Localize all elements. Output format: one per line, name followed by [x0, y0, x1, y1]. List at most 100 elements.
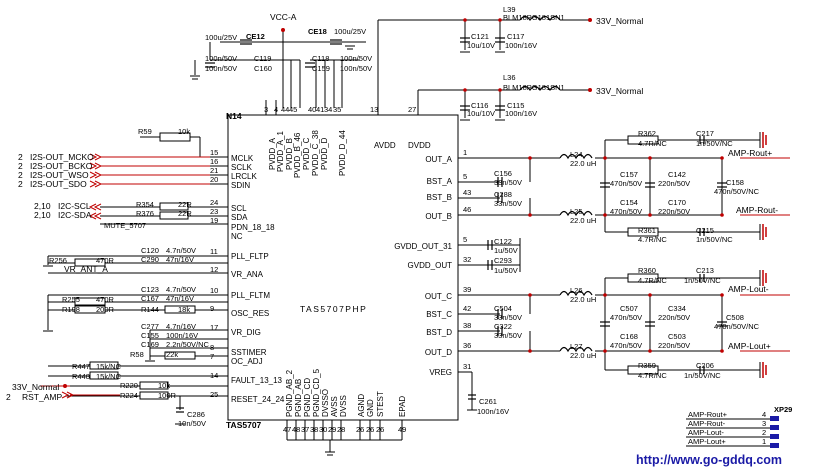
component-value: 22.0 uH: [570, 351, 596, 360]
offpage-ref: 2: [18, 179, 23, 189]
component-value: 10u/10V: [467, 109, 495, 118]
pin-number: 49: [398, 425, 406, 434]
pin-number: 31: [463, 362, 471, 371]
pin-number: 36: [463, 341, 471, 350]
pin-number: 32: [463, 255, 471, 264]
pin-number: 14: [210, 371, 218, 380]
component-value: 2.2n/50V/NC: [166, 340, 210, 349]
pin-number: 13: [370, 105, 378, 114]
component-ref: R361: [638, 226, 656, 235]
component-value: 100n/50V: [205, 64, 237, 73]
pin-name: PVDD_D: [320, 137, 329, 170]
component-value: BLM18PG181SN1: [503, 83, 565, 92]
pin-name: OUT_C: [425, 292, 452, 301]
component-value: 1n/50V/NC: [696, 235, 733, 244]
component-ref: C123: [141, 285, 159, 294]
component-ref: R354: [136, 200, 154, 209]
pin-number: 26: [356, 425, 364, 434]
pin-name: PVDD_C_38: [311, 130, 320, 176]
pin-name: OUT_B: [425, 212, 452, 221]
pin-name: VR_DIG: [231, 328, 261, 337]
component-value: 22k: [166, 350, 178, 359]
pin-name: DVDD: [408, 141, 431, 150]
component-ref: C322: [494, 322, 512, 331]
component-value: 15k/NC: [96, 372, 122, 381]
component-value: 100n/16V: [505, 109, 537, 118]
component-ref: L36: [503, 73, 516, 82]
pin-name: PGND_AB: [294, 379, 303, 417]
component-ref: CE18: [308, 27, 327, 36]
component-ref: C119: [254, 54, 271, 63]
component-value: 100n/16V: [505, 41, 537, 50]
component-ref: C120: [141, 246, 159, 255]
component-ref: C507: [620, 304, 638, 313]
offpage-ref: 2,10: [34, 210, 51, 220]
pin-number: 44: [281, 105, 289, 114]
component-ref: L39: [503, 5, 516, 14]
pin-number: 25: [210, 390, 218, 399]
component-ref: C168: [620, 332, 638, 341]
pin-name: PGND_CD: [303, 378, 312, 417]
pin-number: 29: [328, 425, 336, 434]
component-value: 220n/50V: [658, 341, 690, 350]
component-ref: C504: [494, 304, 512, 313]
component-ref: R220: [120, 381, 138, 390]
component-ref: C121: [471, 32, 489, 41]
pin-name: DVSS: [339, 395, 348, 417]
top-pin-names: PVDD_A PVDD_A_1 PVDD_B PVDD_B_46 PVDD_C …: [268, 130, 431, 178]
component-value: 470n/50V: [610, 207, 642, 216]
component-value: 4.7n/16V: [166, 322, 196, 331]
pin-number: 16: [210, 157, 218, 166]
pin-name: PDN_18_18: [231, 223, 275, 232]
component-value: 1u/50V: [494, 246, 518, 255]
connector-pin-number: 4: [762, 410, 766, 419]
net-33v-normal: 33V_Normal: [12, 382, 59, 392]
pin-number: 43: [463, 188, 471, 197]
component-ref: C261: [479, 397, 497, 406]
pin-name: PLL_FLTP: [231, 252, 269, 261]
component-value: 100n/50V: [340, 64, 372, 73]
net-vr-ant-a: VR_ANT_A: [64, 264, 108, 274]
offpage-arrows: [61, 153, 103, 399]
component-ref: C217: [696, 129, 714, 138]
component-ref: C169: [141, 340, 159, 349]
component-value: 4.7R/NC: [638, 276, 667, 285]
pin-name: PLL_FLTM: [231, 291, 270, 300]
pin-number: 40: [308, 105, 316, 114]
left-pin-numbers: 15 16 21 20 24 23 19 11 12 10 9 17 8 7 1…: [210, 148, 218, 399]
pin-name: VREG: [429, 368, 452, 377]
component-value: 4.7R/NC: [638, 235, 667, 244]
connector-pin: [770, 434, 779, 439]
pin-number: 26: [376, 425, 384, 434]
pin-name: RESET_24_24: [231, 395, 285, 404]
pin-name: PGND_CD_5: [312, 368, 321, 417]
pin-name: PVDD_A_1: [276, 131, 285, 172]
power-wires: [40, 156, 790, 396]
component-value: 4.7n/50V: [166, 285, 196, 294]
component-value: 1u/50V: [494, 266, 518, 275]
chip-ref: N14: [226, 111, 242, 121]
net-amp-rout-minus: AMP-Rout-: [736, 205, 778, 215]
pin-name: AVDD: [374, 141, 396, 150]
net-labels: VCC-A 33V_Normal 33V_Normal 33V_Normal R…: [12, 12, 778, 402]
component-ref: C508: [726, 313, 744, 322]
component-ref: R359: [638, 361, 656, 370]
pin-number: 27: [408, 105, 416, 114]
pin-name: SCL: [231, 204, 247, 213]
net-i2s-mcko: I2S-OUT_MCKO: [30, 152, 94, 162]
pin-name: PVDD_C: [302, 137, 311, 170]
component-labels: CE12 100u/25V CE18 100u/25V 100n/50V C11…: [49, 5, 760, 428]
component-ref: C334: [668, 304, 686, 313]
component-value: 470n/50V: [610, 341, 642, 350]
pin-name: OUT_D: [425, 348, 452, 357]
pin-number: 17: [210, 323, 218, 332]
offpage-ref: 2: [18, 152, 23, 162]
pin-number: 11: [210, 247, 218, 256]
connector-pin: [770, 416, 779, 421]
component-value: 33n/50V: [494, 313, 522, 322]
wires: [47, 19, 770, 452]
component-ref: R255: [62, 295, 80, 304]
connector-net: AMP-Rout-: [688, 419, 726, 428]
component-ref: C157: [620, 170, 638, 179]
pin-name: EPAD: [398, 396, 407, 417]
